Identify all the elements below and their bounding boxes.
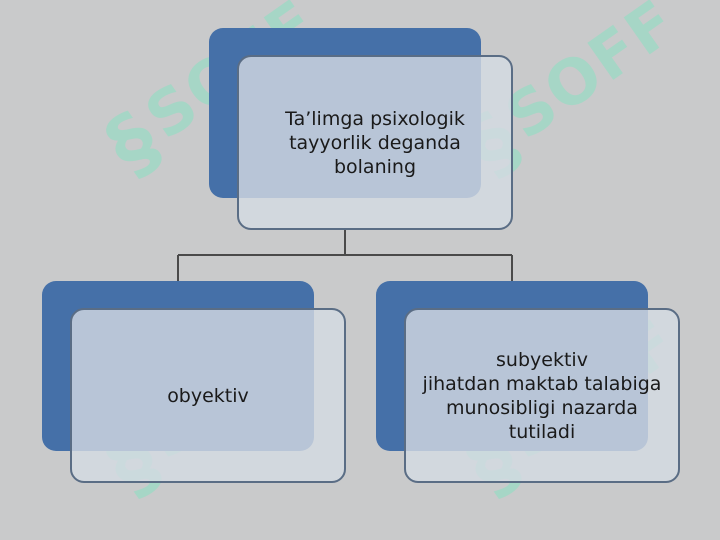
- child-node-left: obyektiv: [70, 308, 346, 483]
- root-node: Ta’limga psixologik tayyorlik deganda bo…: [237, 55, 513, 230]
- child-node-left-label: obyektiv: [167, 384, 249, 407]
- root-node-label: Ta’limga psixologik tayyorlik deganda bo…: [285, 107, 465, 178]
- child-node-right-label: subyektiv jihatdan maktab talabiga munos…: [422, 348, 662, 443]
- child-node-right: subyektiv jihatdan maktab talabiga munos…: [404, 308, 680, 483]
